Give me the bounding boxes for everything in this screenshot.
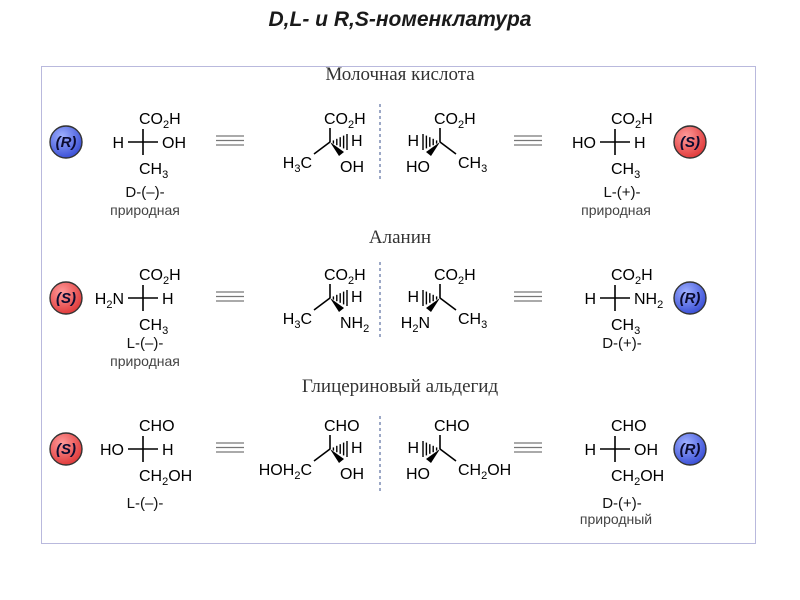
- section-2-fischer-right-left: H: [584, 291, 596, 308]
- section-1-left-label: D-(–)-: [125, 184, 164, 201]
- section-1-fischer-left-bottom: CH3: [139, 161, 168, 181]
- section-3-wedge-left-wedge: [330, 449, 344, 463]
- section-3-title: Глицериновый альдегид: [302, 376, 499, 397]
- section-3-wedge-right-right: CH2OH: [458, 462, 511, 482]
- section-1-fischer-right-right: H: [634, 135, 646, 152]
- section-1-left-badge: [49, 125, 83, 159]
- section-3-wedge-right-wedge: [426, 449, 440, 463]
- section-3-fischer-left-right: H: [162, 442, 174, 459]
- section-2-fischer-right-right: NH2: [634, 291, 663, 311]
- section-3-wedge-left-left-bond: [313, 448, 331, 462]
- section-2-wedge-left-left-bond: [313, 297, 331, 311]
- section-3-right-caption: природный: [580, 511, 652, 527]
- section-3-right-label: D-(+)-: [602, 495, 642, 512]
- section-2-left-label: L-(–)-: [127, 335, 164, 352]
- section-1-wedge-right-wedge-group: HO: [406, 159, 430, 176]
- section-3-fischer-left-bottom: CH2OH: [139, 468, 192, 488]
- section-1-fischer-right-left: HO: [572, 135, 596, 152]
- section-1-wedge-left-left: H3C: [283, 155, 312, 175]
- section-2-wedge-right-wedge-group: H2N: [401, 315, 430, 335]
- section-1-fischer-left-top: CO2H: [139, 111, 181, 131]
- section-1-fischer-left-left: H: [112, 135, 124, 152]
- section-3-wedge-left-left: HOH2C: [259, 462, 312, 482]
- section-2-right-badge-label: (R): [680, 290, 701, 307]
- section-2-wedge-right-right-bond: [439, 297, 457, 311]
- section-3-wedge-right-right-bond: [439, 448, 457, 462]
- section-3-wedge-left-hashed: H: [351, 440, 363, 457]
- section-1-wedge-right-right: CH3: [458, 155, 487, 175]
- section-3-fischer-right-left: H: [584, 442, 596, 459]
- section-3-left-badge: [49, 432, 83, 466]
- section-1-wedge-left-top: CO2H: [324, 111, 366, 131]
- section-2-left-caption: природная: [110, 353, 180, 369]
- section-3-fischer-right-right: OH: [634, 442, 658, 459]
- section-2-wedge-right-right: CH3: [458, 311, 487, 331]
- section-1-wedge-right-hashed: H: [407, 133, 419, 150]
- diagram-panel: [41, 66, 756, 544]
- section-3-wedge-right-hashed: H: [407, 440, 419, 457]
- section-1-fischer-right-bottom: CH3: [611, 161, 640, 181]
- section-1-wedge-right-right-bond: [439, 141, 457, 155]
- section-3-fischer-right-top: CHO: [611, 418, 647, 435]
- section-2-title: Аланин: [369, 227, 431, 248]
- section-1-right-label: L-(+)-: [603, 184, 640, 201]
- section-3-wedge-left-wedge-group: OH: [340, 466, 364, 483]
- section-3-wedge-right-wedge-group: HO: [406, 466, 430, 483]
- section-1-wedge-right-top: CO2H: [434, 111, 476, 131]
- section-2-wedge-left-left: H3C: [283, 311, 312, 331]
- section-2-fischer-left-bottom: CH3: [139, 317, 168, 337]
- section-2-wedge-left-wedge: [330, 298, 344, 312]
- section-1-title: Молочная кислота: [325, 64, 475, 85]
- section-2-wedge-right-top: CO2H: [434, 267, 476, 287]
- section-2-fischer-left-left: H2N: [95, 291, 124, 311]
- section-1-left-badge-label: (R): [56, 134, 77, 151]
- section-2-left-badge: [49, 281, 83, 315]
- section-1-fischer-right-top: CO2H: [611, 111, 653, 131]
- section-1-wedge-left-wedge-group: OH: [340, 159, 364, 176]
- section-2-fischer-right-bottom: CH3: [611, 317, 640, 337]
- section-2-wedge-right-wedge: [426, 298, 440, 312]
- section-1-right-badge-label: (S): [680, 134, 700, 151]
- section-1-right-caption: природная: [581, 202, 651, 218]
- section-2-fischer-left-top: CO2H: [139, 267, 181, 287]
- section-2-right-badge: [673, 281, 707, 315]
- section-2-left-badge-label: (S): [56, 290, 76, 307]
- section-3-wedge-right-top: CHO: [434, 418, 470, 435]
- section-1-left-caption: природная: [110, 202, 180, 218]
- section-2-fischer-right-top: CO2H: [611, 267, 653, 287]
- section-2-wedge-left-top: CO2H: [324, 267, 366, 287]
- section-3-left-badge-label: (S): [56, 441, 76, 458]
- section-3-right-badge-label: (R): [680, 441, 701, 458]
- section-1-wedge-left-hashed: H: [351, 133, 363, 150]
- section-1-fischer-left-right: OH: [162, 135, 186, 152]
- section-2-right-label: D-(+)-: [602, 335, 642, 352]
- section-3-left-label: L-(–)-: [127, 495, 164, 512]
- section-3-right-badge: [673, 432, 707, 466]
- section-3-fischer-right-bottom: CH2OH: [611, 468, 664, 488]
- section-1-wedge-left-wedge: [330, 142, 344, 156]
- section-1-right-badge: [673, 125, 707, 159]
- section-3-wedge-left-top: CHO: [324, 418, 360, 435]
- section-2-wedge-right-hashed: H: [407, 289, 419, 306]
- section-3-fischer-left-top: CHO: [139, 418, 175, 435]
- section-3-fischer-left-left: HO: [100, 442, 124, 459]
- section-1-wedge-right-wedge: [426, 142, 440, 156]
- section-2-wedge-left-wedge-group: NH2: [340, 315, 369, 335]
- section-1-wedge-left-left-bond: [313, 141, 331, 155]
- section-2-fischer-left-right: H: [162, 291, 174, 308]
- page-title: D,L- и R,S-номенклатура: [268, 8, 532, 31]
- section-2-wedge-left-hashed: H: [351, 289, 363, 306]
